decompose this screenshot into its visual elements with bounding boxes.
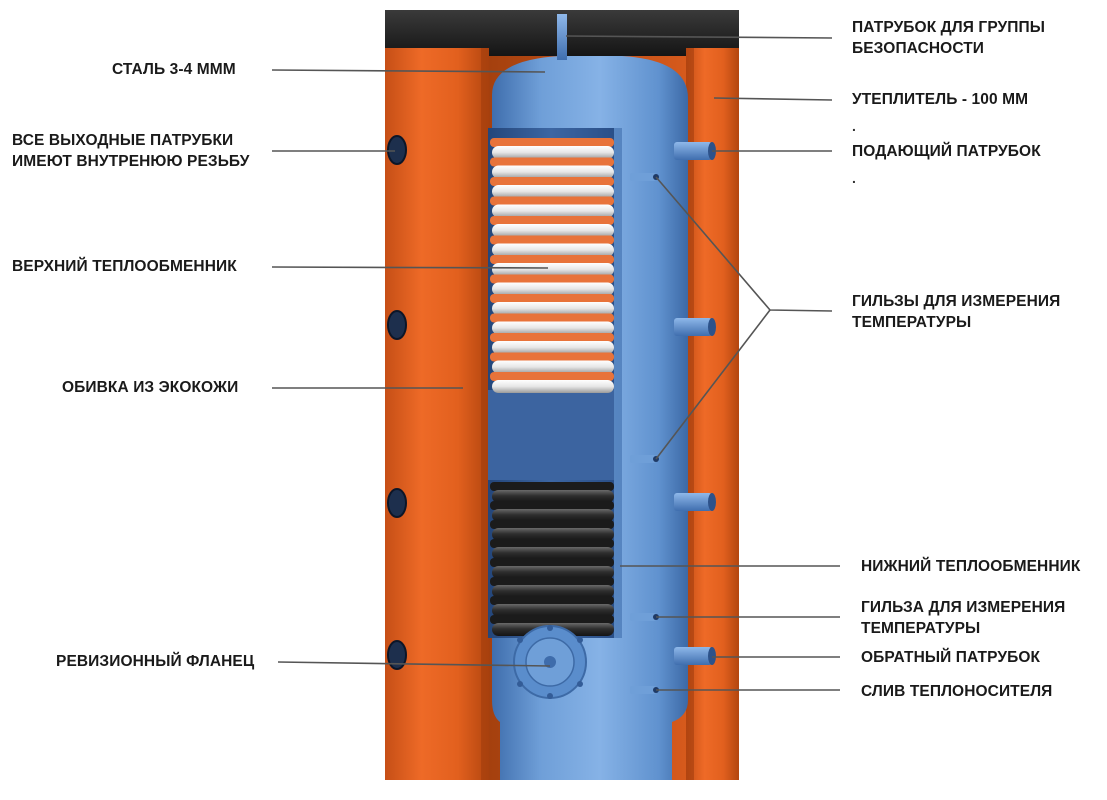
lower-coil-turn <box>492 547 614 560</box>
upper-coil-back-turn <box>490 313 614 323</box>
left-outlet-ports <box>387 135 407 670</box>
upper-coil-back-turn <box>490 352 614 362</box>
lower-coil-turn <box>492 566 614 579</box>
upper-coil-back-turn <box>490 138 614 147</box>
label-sleeves-line1: ГИЛЬЗЫ ДЛЯ ИЗМЕРЕНИЯ <box>852 293 1061 310</box>
label-outlets-line2: ИМЕЮТ ВНУТРЕНЮЮ РЕЗЬБУ <box>12 153 250 170</box>
inspection-flange <box>513 625 587 699</box>
lower-coil-turn <box>492 509 614 522</box>
upper-coil-back-turn <box>490 157 614 167</box>
label-upper-exchanger: ВЕРХНИЙ ТЕПЛООБМЕННИК <box>12 258 237 275</box>
upper-coil-back-turn <box>490 216 614 225</box>
lower-coil-turn <box>492 490 614 503</box>
upper-coil-turn <box>492 146 614 159</box>
lower-coil-back-turn <box>490 615 614 624</box>
upper-coil-turn <box>492 165 614 179</box>
upper-coil-turn <box>492 341 614 354</box>
safety-group-pipe <box>557 14 567 60</box>
lower-coil-back-turn <box>490 482 614 491</box>
lower-coil-back-turn <box>490 596 614 605</box>
upper-coil-back-turn <box>490 196 614 206</box>
leader-lines <box>271 35 840 691</box>
lower-coil-turn <box>492 585 614 598</box>
label-sleeve-single-line1: ГИЛЬЗА ДЛЯ ИЗМЕРЕНИЯ <box>861 599 1066 616</box>
upper-coil-turn <box>492 243 614 257</box>
label-drain: СЛИВ ТЕПЛОНОСИТЕЛЯ <box>861 683 1053 700</box>
lower-coil-turn <box>492 604 614 617</box>
lower-heat-exchanger <box>490 482 614 636</box>
upper-coil-turn <box>492 204 614 218</box>
label-eco-leather: ОБИВКА ИЗ ЭКОКОЖИ <box>62 379 239 396</box>
upper-coil-back-turn <box>490 274 614 284</box>
label-dot-1: . <box>852 118 856 134</box>
label-inspection-flange: РЕВИЗИОННЫЙ ФЛАНЕЦ <box>56 653 255 670</box>
lower-coil-back-turn <box>490 577 614 586</box>
upper-coil-back-turn <box>490 235 614 245</box>
upper-coil-turn <box>492 282 614 296</box>
upper-coil-back-turn <box>490 333 614 342</box>
label-lower-exchanger: НИЖНИЙ ТЕПЛООБМЕННИК <box>861 558 1081 575</box>
lower-coil-turn <box>492 528 614 541</box>
lower-coil-back-turn <box>490 558 614 567</box>
label-safety-group-line1: ПАТРУБОК ДЛЯ ГРУППЫ <box>852 19 1046 36</box>
upper-coil-turn <box>492 185 614 198</box>
label-return-pipe: ОБРАТНЫЙ ПАТРУБОК <box>861 649 1041 666</box>
lower-coil-back-turn <box>490 539 614 548</box>
label-supply-pipe: ПОДАЮЩИЙ ПАТРУБОК <box>852 143 1041 160</box>
label-sleeves-line2: ТЕМПЕРАТУРЫ <box>852 314 972 331</box>
upper-heat-exchanger <box>490 138 614 393</box>
upper-coil-back-turn <box>490 255 614 264</box>
label-outlets-line1: ВСЕ ВЫХОДНЫЕ ПАТРУБКИ <box>12 132 234 149</box>
lower-coil-back-turn <box>490 520 614 529</box>
right-pipes <box>674 142 716 665</box>
upper-coil-turn <box>492 380 614 393</box>
upper-coil-turn <box>492 360 614 374</box>
label-dot-2: . <box>852 170 856 186</box>
upper-coil-back-turn <box>490 177 614 186</box>
upper-coil-turn <box>492 302 614 315</box>
upper-coil-turn <box>492 263 614 276</box>
label-safety-group-line2: БЕЗОПАСНОСТИ <box>852 40 985 57</box>
label-steel: СТАЛЬ 3-4 МММ <box>112 61 236 78</box>
upper-coil-back-turn <box>490 372 614 381</box>
label-insulation: УТЕПЛИТЕЛЬ - 100 ММ <box>852 91 1029 108</box>
lower-coil-back-turn <box>490 501 614 510</box>
upper-coil-back-turn <box>490 294 614 303</box>
upper-coil-turn <box>492 224 614 237</box>
label-sleeve-single-line2: ТЕМПЕРАТУРЫ <box>861 620 981 637</box>
upper-coil-turn <box>492 321 614 335</box>
